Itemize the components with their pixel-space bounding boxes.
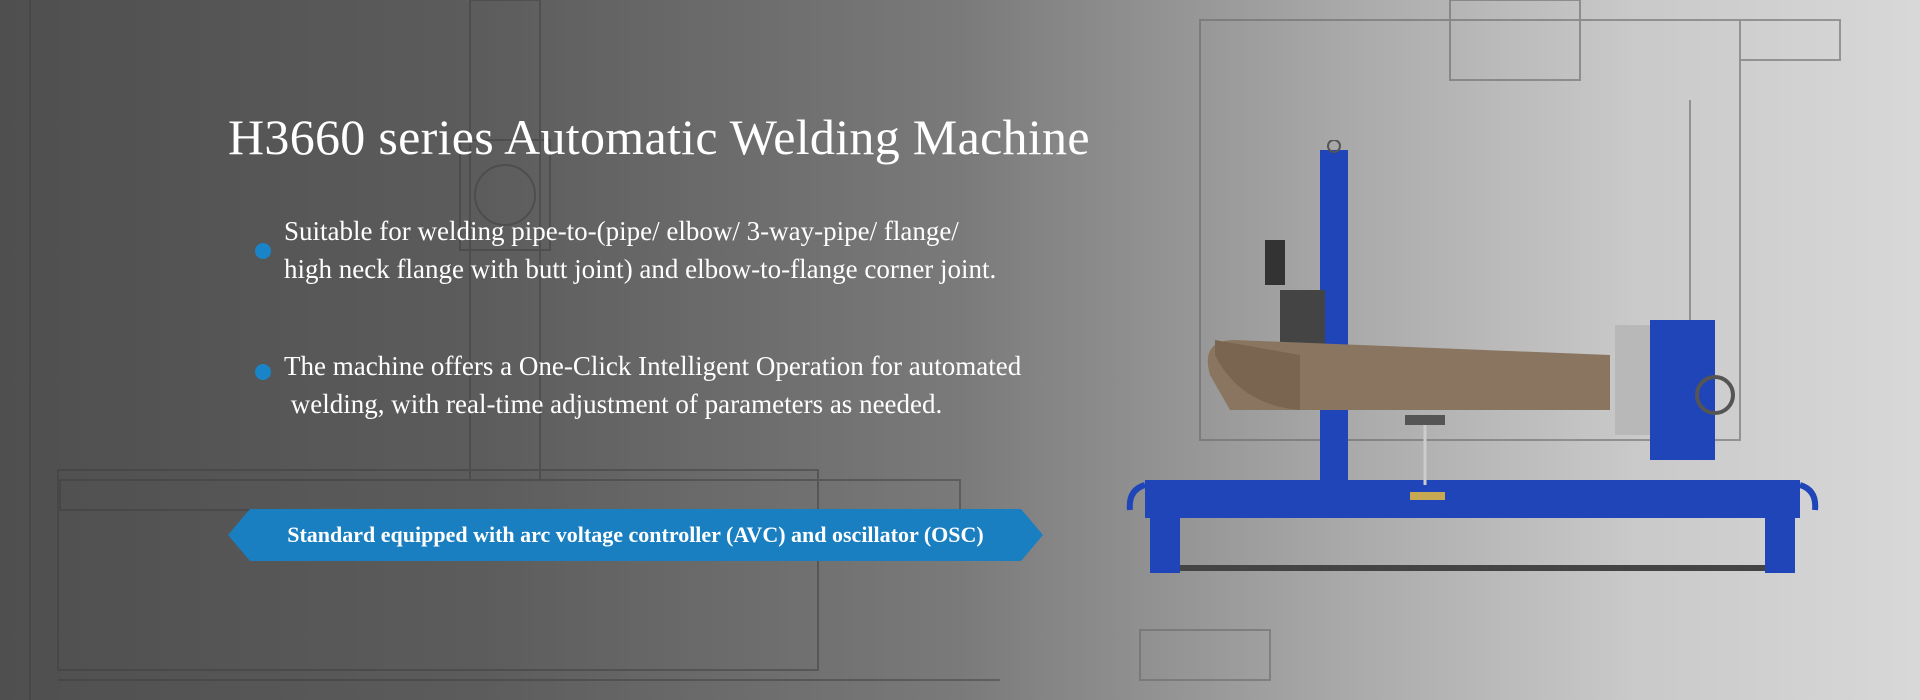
feature-text: The machine offers a One-Click Intellige… <box>284 351 1022 419</box>
banner-text: Standard equipped with arc voltage contr… <box>287 522 984 547</box>
feature-text: Suitable for welding pipe-to-(pipe/ elbo… <box>284 216 997 284</box>
welding-machine-image <box>1126 140 1819 573</box>
page-title: H3660 series Automatic Welding Machine <box>228 109 1090 165</box>
bullet-dot-icon <box>255 243 271 259</box>
bullet-dot-icon <box>255 364 271 380</box>
avc-osc-banner: Standard equipped with arc voltage contr… <box>228 509 1043 561</box>
